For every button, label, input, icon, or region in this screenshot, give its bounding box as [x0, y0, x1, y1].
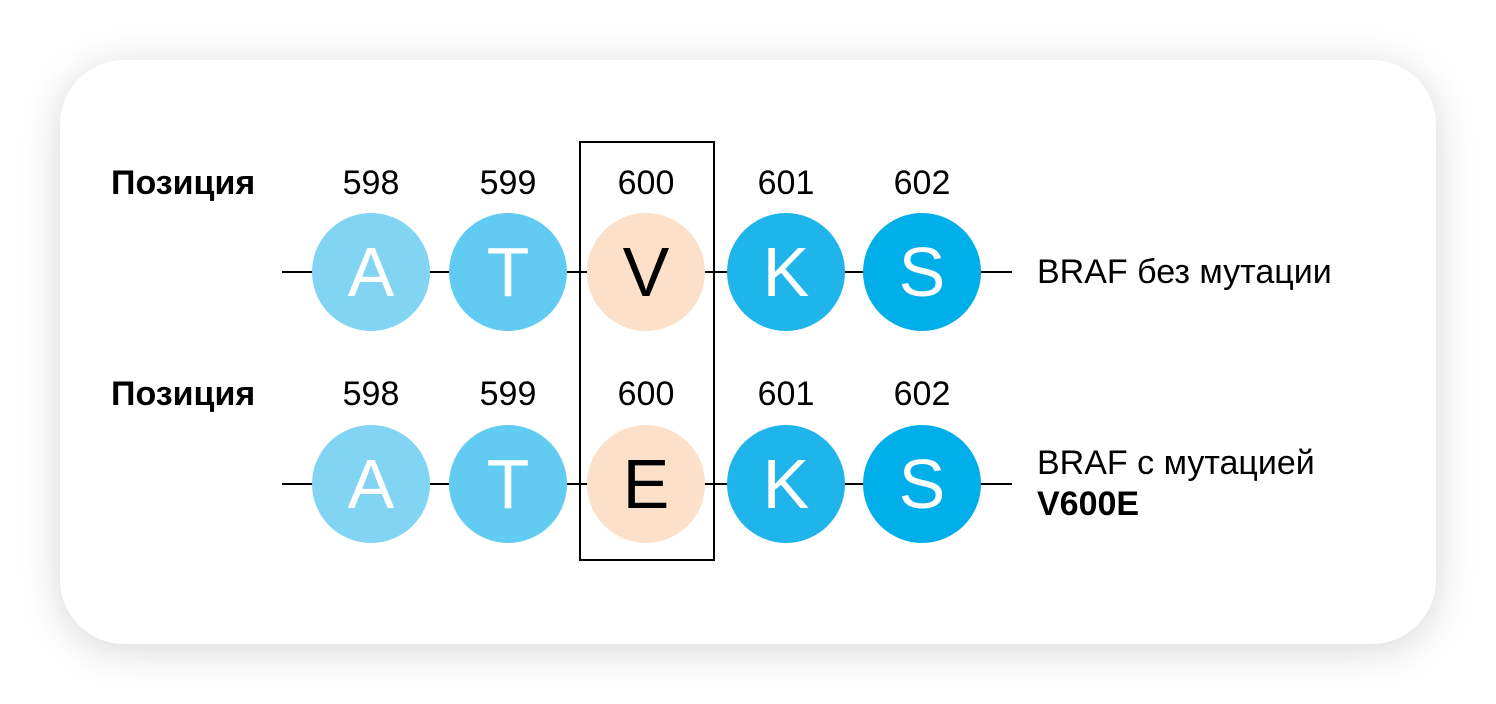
position-599-row-1: 599: [479, 164, 537, 202]
caption-mutant: BRAF с мутацией V600E: [1037, 443, 1315, 525]
position-598-row-2: 598: [342, 375, 400, 413]
residue-600-row-2: E: [587, 425, 705, 543]
residue-600-row-1: V: [587, 213, 705, 331]
residue-599-row-2: T: [449, 425, 567, 543]
residue-601-row-2: K: [727, 425, 845, 543]
residue-602-row-1: S: [863, 213, 981, 331]
caption-wild-type-text: BRAF без мутации: [1037, 253, 1332, 291]
residue-602-row-2: S: [863, 425, 981, 543]
position-599-row-2: 599: [479, 375, 537, 413]
residue-601-row-1: K: [727, 213, 845, 331]
position-label-row-1: Позиция: [111, 164, 256, 202]
position-602-row-2: 602: [893, 375, 951, 413]
residue-598-row-2: A: [312, 425, 430, 543]
position-label-row-2: Позиция: [111, 375, 256, 413]
caption-wild-type: BRAF без мутации: [1037, 252, 1332, 293]
position-600-row-2: 600: [617, 375, 675, 413]
position-598-row-1: 598: [342, 164, 400, 202]
position-600-row-1: 600: [617, 164, 675, 202]
diagram-card: [60, 60, 1436, 644]
position-600-highlight-box: [579, 141, 715, 561]
position-601-row-2: 601: [757, 375, 815, 413]
position-601-row-1: 601: [757, 164, 815, 202]
position-602-row-1: 602: [893, 164, 951, 202]
caption-mutant-code: V600E: [1037, 484, 1140, 523]
residue-599-row-1: T: [449, 213, 567, 331]
caption-mutant-text: BRAF с мутацией: [1037, 444, 1315, 482]
residue-598-row-1: A: [312, 213, 430, 331]
